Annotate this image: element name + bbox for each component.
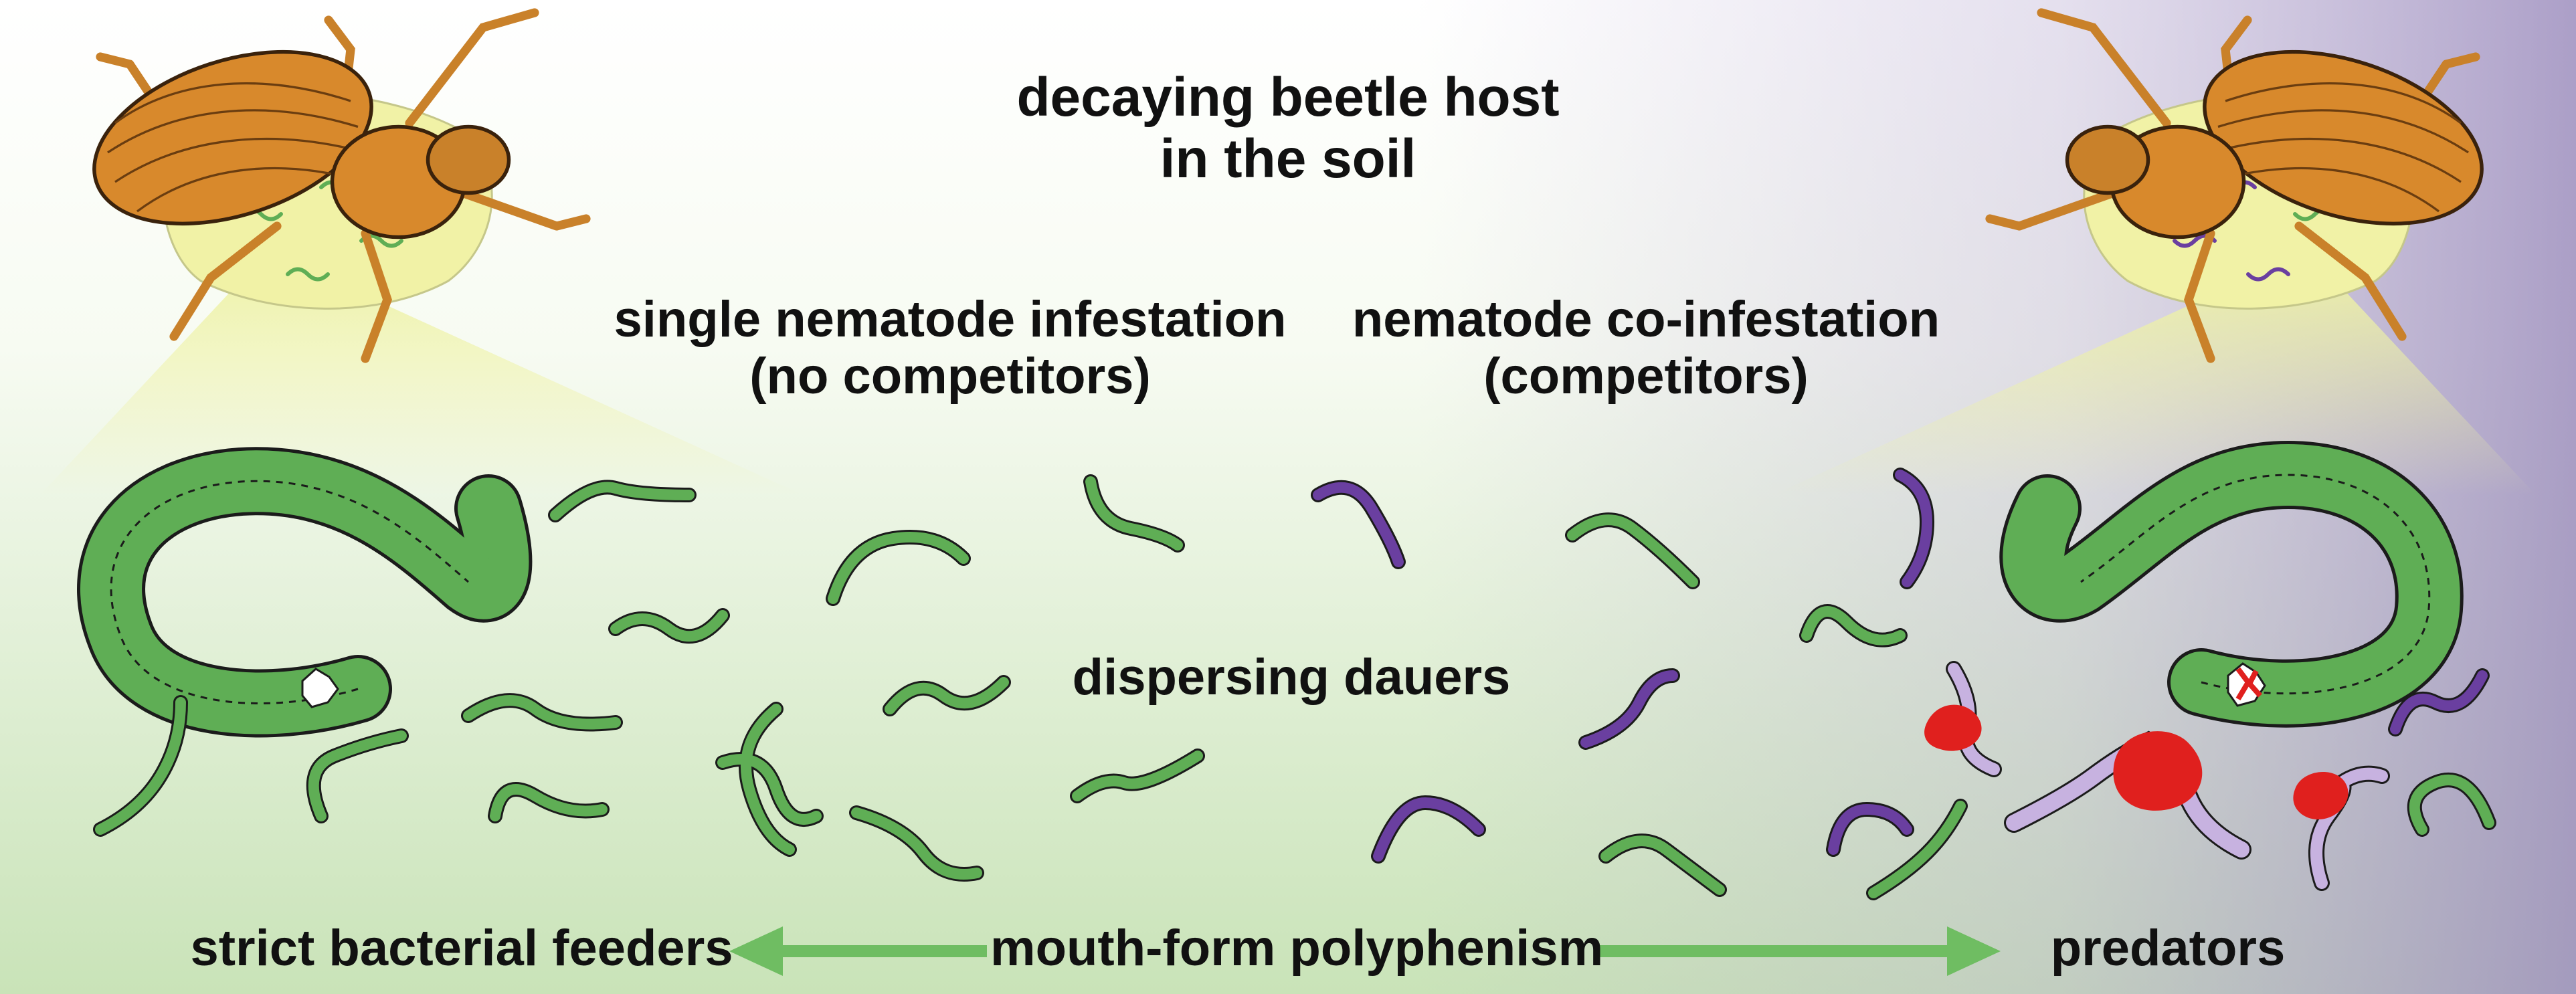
- left-host-light-cone: [40, 288, 803, 495]
- predation-events: [1924, 661, 2390, 891]
- blood-splat-icon: [1924, 704, 1982, 751]
- mouth-form-arrows: [729, 926, 2001, 976]
- nematode-icon: [741, 704, 795, 855]
- left-decaying-beetle: [72, 13, 586, 359]
- host-title-line2: in the soil: [1160, 128, 1416, 189]
- left-condition-line1: single nematode infestation: [614, 291, 1287, 348]
- left-condition-line2: (no competitors): [749, 348, 1151, 405]
- right-condition-line2: (competitors): [1483, 348, 1809, 405]
- bacterial-feeder-mouth-icon: [301, 668, 339, 708]
- nematode-icon: [2390, 670, 2488, 734]
- nematode-icon: [1801, 606, 1906, 645]
- nematode-icon: [851, 807, 982, 880]
- purple-competitor-dauers: [1313, 470, 2488, 862]
- nematode-icon: [610, 610, 728, 642]
- right-condition-line1: nematode co-infestation: [1352, 291, 1940, 348]
- nematode-icon: [1895, 470, 1933, 587]
- right-condition-label: nematode co-infestation (competitors): [1345, 291, 1947, 405]
- nematode-icon: [1567, 514, 1698, 587]
- nematode-icon: [828, 532, 969, 604]
- nematode-icon: [308, 730, 407, 821]
- right-host-light-cone: [1773, 288, 2536, 495]
- nematode-icon: [1072, 751, 1203, 801]
- blood-splat-icon: [2113, 731, 2203, 811]
- dispersing-dauers-label: dispersing dauers: [1072, 649, 1511, 706]
- nematode-icon: [1373, 797, 1484, 862]
- nematode-icon: [1085, 476, 1183, 551]
- right-large-nematode-predator: [1999, 440, 2464, 728]
- bacterial-feeders-label: strict bacterial feeders: [190, 920, 733, 977]
- left-condition-label: single nematode infestation (no competit…: [602, 291, 1298, 405]
- right-decaying-beetle: [1990, 13, 2504, 359]
- nematode-icon: [885, 677, 1009, 714]
- nematode-icon: [1828, 803, 1912, 855]
- left-large-nematode-bacterial-feeder: [77, 447, 533, 738]
- green-dauers: [95, 476, 2494, 898]
- nematode-icon: [95, 697, 186, 835]
- predators-label: predators: [2050, 920, 2286, 977]
- blood-splat-icon: [2293, 771, 2349, 819]
- nematode-icon: [1580, 670, 1678, 748]
- nematode-icon: [463, 695, 621, 730]
- host-title: decaying beetle host in the soil: [957, 67, 1619, 190]
- nematode-icon: [1868, 801, 1966, 898]
- nematode-icon: [1313, 482, 1404, 567]
- host-title-line1: decaying beetle host: [1016, 67, 1560, 128]
- mouth-form-polyphenism-label: mouth-form polyphenism: [990, 920, 1604, 977]
- nematode-icon: [1600, 835, 1725, 895]
- nematode-icon: [550, 482, 695, 520]
- nematode-icon: [2409, 775, 2494, 835]
- nematode-icon: [490, 784, 608, 821]
